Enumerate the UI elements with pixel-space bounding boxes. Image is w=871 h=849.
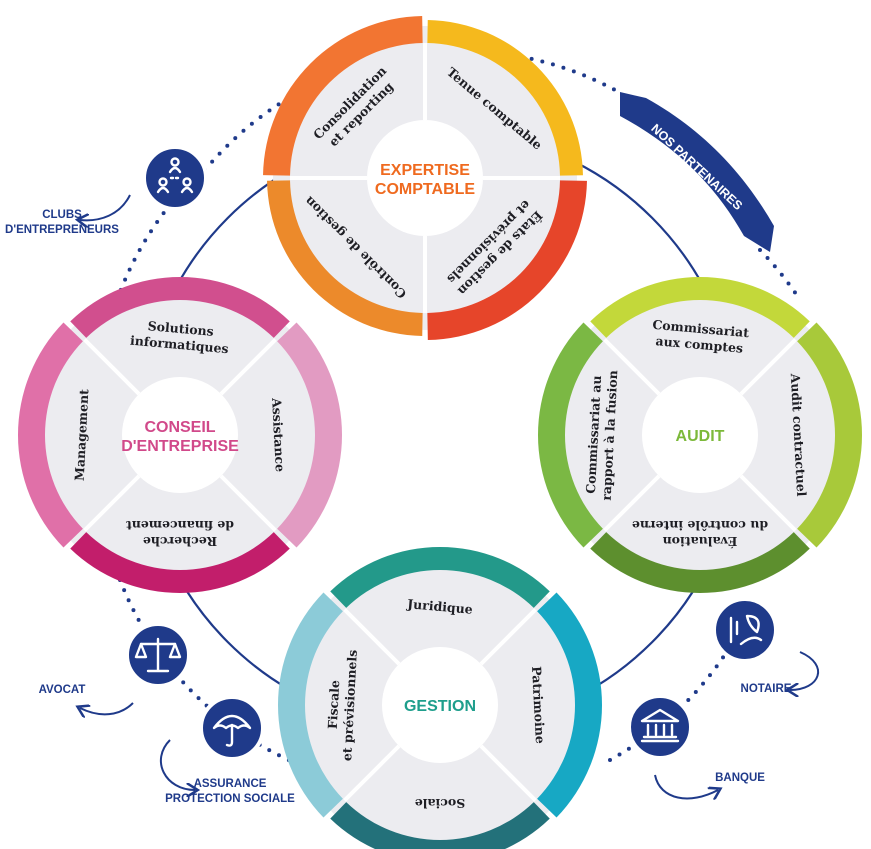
partner-notaire: NOTAIRE	[712, 597, 820, 695]
segment-label: Audit contractuel	[788, 372, 809, 497]
segment-divider	[739, 474, 797, 532]
cluster-title: GESTION	[404, 698, 476, 715]
partner-arrow	[790, 651, 820, 690]
segment-label: Management	[72, 388, 92, 481]
cluster-title: AUDIT	[676, 428, 725, 445]
partner-dotted-arc-right	[758, 248, 802, 302]
scales-icon	[134, 637, 182, 673]
segment-divider	[479, 744, 537, 802]
partner-avocat: AVOCAT	[39, 622, 191, 714]
cluster-center	[382, 647, 498, 763]
partner-arrow	[80, 702, 134, 714]
segment-band	[537, 592, 602, 818]
segment-band	[538, 322, 603, 548]
segment-label: Commissariataux comptes	[650, 317, 749, 356]
partner-banque: BANQUE	[627, 694, 765, 798]
quill-hand-icon	[729, 614, 763, 646]
partner-dotted-arc-top	[203, 48, 617, 172]
segment-band	[267, 180, 423, 336]
umbrella-icon	[212, 714, 252, 747]
segment-label: Fiscaleet prévisionnels	[323, 649, 360, 762]
segment-band	[70, 276, 290, 338]
segment-label: Patrimoine	[529, 666, 548, 744]
partners-banner: NOS PARTENAIRES	[620, 92, 774, 252]
partner-arrow	[159, 739, 195, 790]
partner-dotted-arc-bottom-left	[118, 578, 302, 767]
segment-band	[277, 592, 343, 818]
segment-divider	[83, 338, 141, 396]
segment-band	[427, 180, 587, 340]
segment-band	[17, 322, 83, 548]
segment-divider	[219, 474, 277, 532]
segment-divider	[603, 474, 661, 532]
segment-label: Assistance	[269, 397, 288, 473]
segment-band	[330, 547, 550, 608]
segment-divider	[83, 474, 141, 532]
cluster-center	[122, 377, 238, 493]
segment-band	[277, 322, 342, 548]
segment-label: Évaluationdu contrôle interne	[632, 518, 768, 549]
segment-divider	[343, 744, 401, 802]
segment-band	[330, 802, 550, 849]
partner-label: AVOCAT	[39, 684, 86, 696]
partner-badge	[712, 597, 778, 663]
segment-band	[70, 532, 290, 594]
cluster-center	[367, 120, 483, 236]
segment-band	[797, 322, 862, 548]
segment-band	[263, 16, 423, 176]
network-people-icon	[156, 157, 194, 194]
segment-divider	[219, 338, 277, 396]
segment-divider	[479, 608, 537, 666]
cluster-conseil: SolutionsinformatiquesAssistanceRecherch…	[17, 276, 342, 594]
segment-divider	[343, 608, 401, 666]
segment-label: Juridique	[406, 596, 474, 617]
segment-label: Sociale	[415, 796, 466, 811]
segment-label: Commissariat aurapport à la fusion	[583, 369, 621, 501]
segment-divider	[739, 338, 797, 396]
segment-label: Recherchede financement	[126, 518, 234, 549]
cluster-center	[642, 377, 758, 493]
partner-arrow	[80, 194, 131, 220]
partner-label: BANQUE	[715, 772, 765, 784]
partner-label: NOTAIRE	[741, 683, 792, 695]
partner-arrow	[654, 774, 718, 798]
partner-badge	[627, 694, 693, 760]
segment-divider	[603, 338, 661, 396]
segment-label: Solutionsinformatiques	[129, 317, 230, 356]
segment-band	[590, 276, 810, 338]
segment-band	[590, 532, 810, 594]
segment-band	[427, 20, 583, 176]
bank-building-icon	[640, 708, 680, 743]
